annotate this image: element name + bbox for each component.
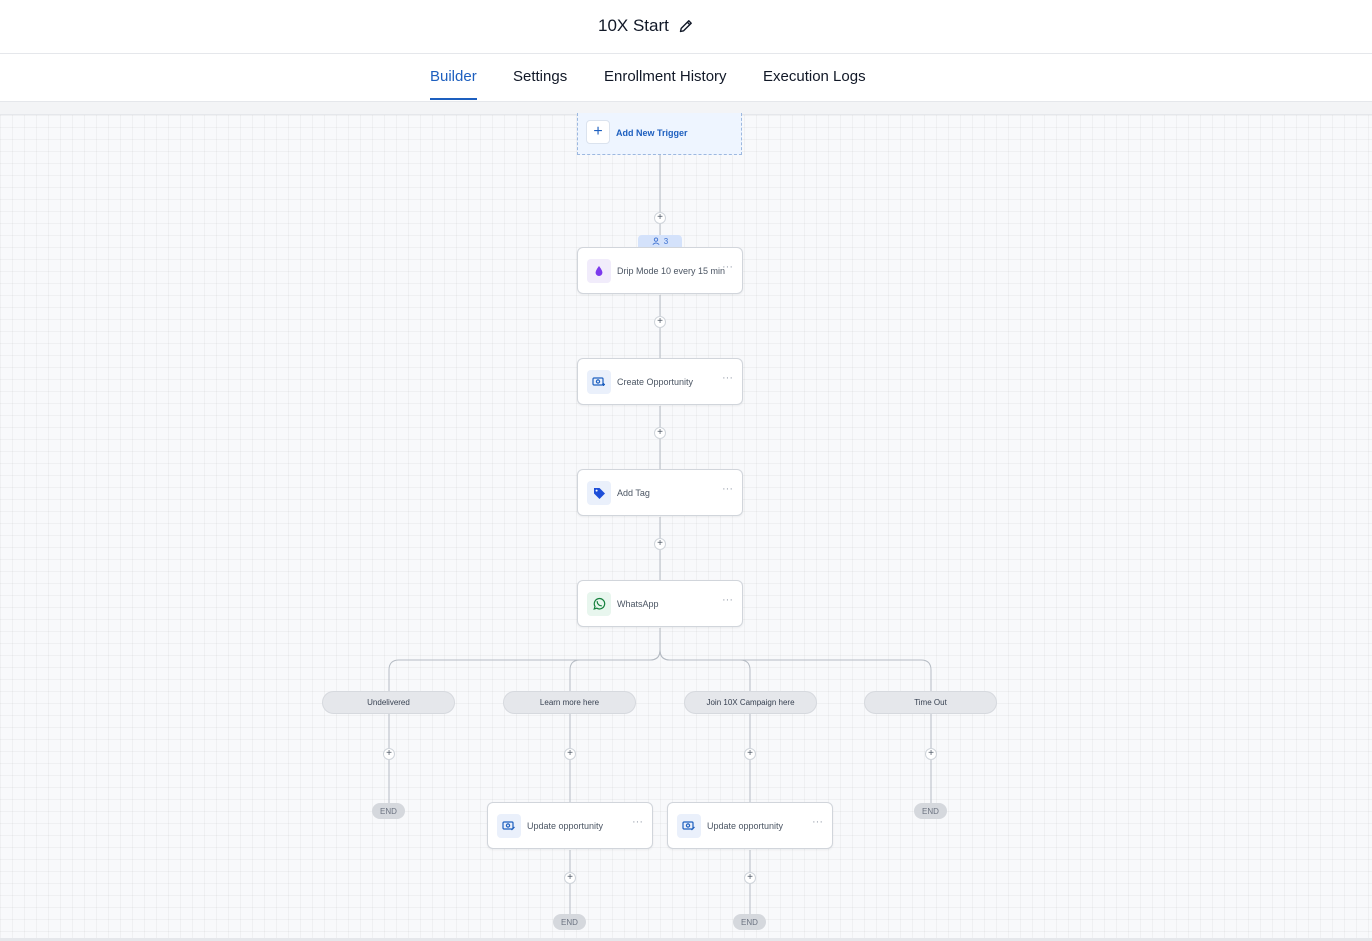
user-icon — [652, 237, 660, 245]
node-menu-icon[interactable]: ··· — [632, 816, 643, 828]
branch-learn-more[interactable]: Learn more here — [503, 691, 636, 714]
action-node-update-opportunity[interactable]: Update opportunity ··· — [487, 802, 653, 849]
action-node-create-opportunity[interactable]: Create Opportunity ··· — [577, 358, 743, 405]
branch-time-out[interactable]: Time Out — [864, 691, 997, 714]
add-step-button[interactable]: + — [654, 538, 666, 550]
action-node-add-tag[interactable]: Add Tag ··· — [577, 469, 743, 516]
end-marker: END — [914, 803, 947, 819]
action-label: Drip Mode 10 every 15 min — [617, 266, 726, 276]
tab-builder[interactable]: Builder — [430, 68, 477, 85]
tab-execution-logs[interactable]: Execution Logs — [763, 68, 866, 85]
whatsapp-icon — [587, 592, 611, 616]
end-marker: END — [372, 803, 405, 819]
add-step-button[interactable]: + — [654, 427, 666, 439]
add-step-button[interactable]: + — [654, 316, 666, 328]
action-node-drip-mode[interactable]: Drip Mode 10 every 15 min ··· — [577, 247, 743, 294]
node-menu-icon[interactable]: ··· — [722, 372, 733, 384]
add-step-button[interactable]: + — [744, 748, 756, 760]
action-label: Add Tag — [617, 488, 650, 498]
tag-icon — [587, 481, 611, 505]
node-menu-icon[interactable]: ··· — [722, 483, 733, 495]
end-marker: END — [553, 914, 586, 930]
add-step-button[interactable]: + — [564, 748, 576, 760]
add-step-button[interactable]: + — [383, 748, 395, 760]
action-node-update-opportunity[interactable]: Update opportunity ··· — [667, 802, 833, 849]
enrollment-count: 3 — [663, 236, 669, 246]
tab-enrollment-history[interactable]: Enrollment History — [604, 68, 727, 85]
drip-icon — [587, 259, 611, 283]
node-menu-icon[interactable]: ··· — [812, 816, 823, 828]
node-menu-icon[interactable]: ··· — [722, 261, 733, 273]
branch-join-campaign[interactable]: Join 10X Campaign here — [684, 691, 817, 714]
pencil-icon[interactable] — [678, 18, 694, 34]
add-step-button[interactable]: + — [744, 872, 756, 884]
action-label: Create Opportunity — [617, 377, 694, 387]
plus-icon[interactable]: + — [586, 120, 610, 144]
tab-bar: Builder Settings Enrollment History Exec… — [0, 54, 1372, 102]
opportunity-icon — [677, 814, 701, 838]
opportunity-icon — [497, 814, 521, 838]
top-bar: 10X Start — [0, 0, 1372, 54]
end-marker: END — [733, 914, 766, 930]
enrollment-count-badge[interactable]: 3 — [638, 235, 682, 247]
tab-settings[interactable]: Settings — [513, 68, 568, 85]
node-menu-icon[interactable]: ··· — [722, 594, 733, 606]
action-label: WhatsApp — [617, 599, 659, 609]
add-step-button[interactable]: + — [925, 748, 937, 760]
action-label: Update opportunity — [707, 821, 784, 831]
add-step-button[interactable]: + — [564, 872, 576, 884]
canvas-bottom-edge — [0, 938, 1372, 941]
add-trigger-label[interactable]: Add New Trigger — [616, 128, 688, 138]
branch-undelivered[interactable]: Undelivered — [322, 691, 455, 714]
workflow-title: 10X Start — [598, 16, 669, 35]
add-step-button[interactable]: + — [654, 212, 666, 224]
active-tab-indicator — [430, 98, 477, 100]
opportunity-icon — [587, 370, 611, 394]
action-label: Update opportunity — [527, 821, 604, 831]
action-node-whatsapp[interactable]: WhatsApp ··· — [577, 580, 743, 627]
